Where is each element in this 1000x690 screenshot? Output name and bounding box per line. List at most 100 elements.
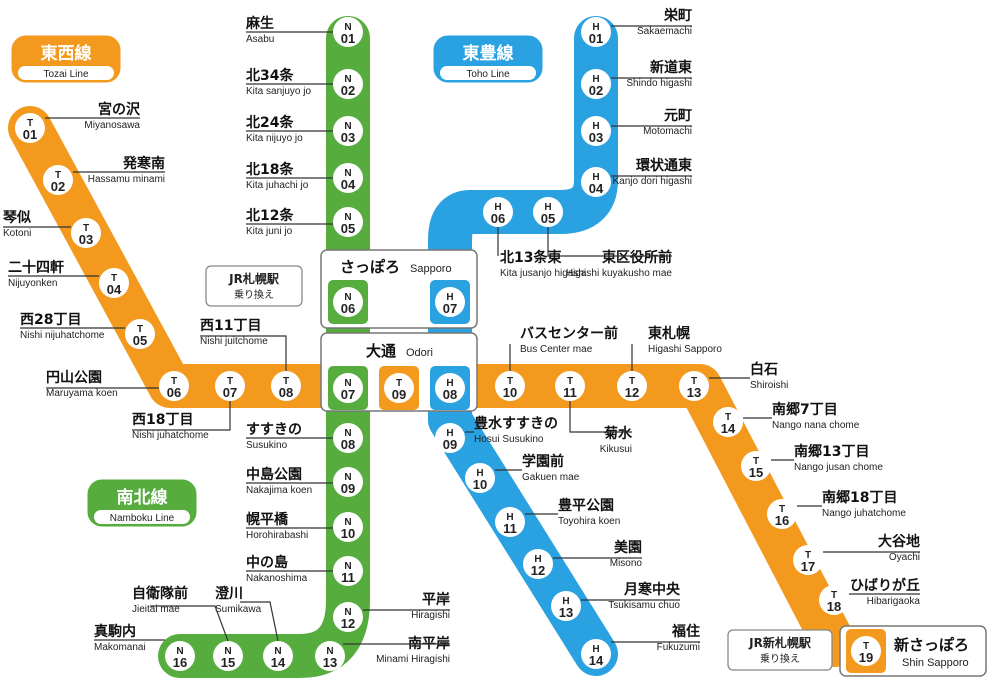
station-marker-h11[interactable]: H11 — [495, 507, 525, 537]
station-code-letter: H — [592, 172, 599, 183]
station-circle — [551, 591, 581, 621]
station-code-letter: N — [344, 121, 351, 132]
badge-label-bg — [94, 510, 190, 524]
station-circle — [581, 167, 611, 197]
station-marker-t07[interactable]: T07 — [215, 371, 245, 401]
badge-name-jp: 東西線 — [41, 43, 92, 64]
station-name-jp: 豊水すすきの — [474, 415, 558, 432]
station-name-jp: 麻生 — [245, 15, 274, 32]
station-code-number: 07 — [223, 385, 237, 400]
station-code-letter: H — [494, 202, 501, 213]
station-circle — [617, 371, 647, 401]
station-marker-h04[interactable]: H04 — [581, 167, 611, 197]
hub-name-jp-odori: 大通 — [366, 342, 396, 360]
station-marker-t10[interactable]: T10 — [495, 371, 525, 401]
station-name-en: Asabu — [246, 34, 274, 45]
station-marker-t06[interactable]: T06 — [159, 371, 189, 401]
station-name-jp: 学園前 — [522, 453, 564, 470]
station-circle — [333, 556, 363, 586]
station-code-letter: T — [779, 504, 785, 515]
station-name-en: Kita juni jo — [246, 226, 293, 237]
station-marker-h10[interactable]: H10 — [465, 463, 495, 493]
station-marker-h03[interactable]: H03 — [581, 116, 611, 146]
station-marker-h05[interactable]: H05 — [533, 197, 563, 227]
station-marker-n13[interactable]: N13 — [315, 641, 345, 671]
station-marker-n04[interactable]: N04 — [333, 163, 363, 193]
station-marker-n01[interactable]: N01 — [333, 17, 363, 47]
station-marker-h06[interactable]: H06 — [483, 197, 513, 227]
station-marker-t11[interactable]: T11 — [555, 371, 585, 401]
station-name-en: Nakajima koen — [246, 485, 312, 496]
hub-code-t09[interactable]: T09 — [379, 366, 419, 410]
station-code-number: 06 — [491, 211, 505, 226]
hub-name-en-odori: Odori — [406, 347, 433, 359]
station-marker-h09[interactable]: H09 — [435, 423, 465, 453]
station-code-letter: T — [83, 223, 89, 234]
hub-code-number: 19 — [859, 650, 873, 665]
hub-code-t19[interactable]: T19 — [846, 629, 886, 673]
station-marker-n08[interactable]: N08 — [333, 423, 363, 453]
station-marker-h13[interactable]: H13 — [551, 591, 581, 621]
station-marker-n05[interactable]: N05 — [333, 207, 363, 237]
station-name-jp: 元町 — [664, 108, 692, 124]
station-code-number: 06 — [167, 385, 181, 400]
hub-code-circle — [435, 373, 465, 403]
station-name-jp: 栄町 — [663, 7, 692, 24]
station-marker-h02[interactable]: H02 — [581, 69, 611, 99]
station-circle — [555, 371, 585, 401]
station-marker-t17[interactable]: T17 — [793, 545, 823, 575]
station-name-en: Motomachi — [643, 126, 692, 137]
station-marker-n16[interactable]: N16 — [165, 641, 195, 671]
station-marker-n11[interactable]: N11 — [333, 556, 363, 586]
station-name-en: Horohirabashi — [246, 530, 308, 541]
station-marker-n02[interactable]: N02 — [333, 69, 363, 99]
station-marker-t14[interactable]: T14 — [713, 407, 743, 437]
station-circle — [465, 463, 495, 493]
station-marker-h01[interactable]: H01 — [581, 17, 611, 47]
station-circle — [581, 639, 611, 669]
station-marker-n15[interactable]: N15 — [213, 641, 243, 671]
station-marker-t05[interactable]: T05 — [125, 319, 155, 349]
station-marker-n10[interactable]: N10 — [333, 512, 363, 542]
station-name-en: Kita jusanjo higashi — [500, 268, 586, 279]
station-name-jp: 発寒南 — [122, 155, 165, 172]
station-name-en: Nango nana chome — [772, 420, 860, 431]
station-marker-t03[interactable]: T03 — [71, 218, 101, 248]
station-name-jp: 西11丁目 — [200, 318, 261, 334]
station-marker-h12[interactable]: H12 — [523, 549, 553, 579]
hub-code-n06[interactable]: N06 — [328, 280, 368, 324]
station-marker-h14[interactable]: H14 — [581, 639, 611, 669]
station-name-en: Susukino — [246, 440, 288, 451]
station-marker-t08[interactable]: T08 — [271, 371, 301, 401]
station-circle — [793, 545, 823, 575]
station-name-jp: 月寒中央 — [623, 581, 681, 598]
station-name-en: Hassamu minami — [88, 174, 165, 185]
station-code-letter: T — [111, 273, 117, 284]
station-name-jp: 東区役所前 — [602, 249, 672, 266]
station-name-en: Higashi Sapporo — [648, 344, 722, 355]
station-name-jp: 自衛隊前 — [132, 585, 188, 602]
station-marker-t13[interactable]: T13 — [679, 371, 709, 401]
station-marker-t15[interactable]: T15 — [741, 451, 771, 481]
station-marker-t04[interactable]: T04 — [99, 268, 129, 298]
station-code-number: 10 — [503, 385, 517, 400]
station-marker-t16[interactable]: T16 — [767, 499, 797, 529]
station-circle — [315, 641, 345, 671]
station-marker-n12[interactable]: N12 — [333, 602, 363, 632]
station-marker-t01[interactable]: T01 — [15, 113, 45, 143]
station-name-jp: 澄川 — [215, 585, 243, 602]
hub-code-n07[interactable]: N07 — [328, 366, 368, 410]
hub-code-h08[interactable]: H08 — [430, 366, 470, 410]
station-markers: N01N02N03N04N05N08N09N10N11N12N13N14N15N… — [3, 7, 920, 671]
station-name-en: Bus Center mae — [520, 344, 593, 355]
station-marker-t18[interactable]: T18 — [819, 585, 849, 615]
station-name-jp: 北18条 — [246, 161, 294, 178]
station-marker-n14[interactable]: N14 — [263, 641, 293, 671]
station-marker-t02[interactable]: T02 — [43, 165, 73, 195]
hub-code-h07[interactable]: H07 — [430, 280, 470, 324]
station-marker-n03[interactable]: N03 — [333, 116, 363, 146]
station-marker-n09[interactable]: N09 — [333, 467, 363, 497]
station-marker-t12[interactable]: T12 — [617, 371, 647, 401]
station-name-en: Kanjo dori higashi — [613, 176, 693, 187]
